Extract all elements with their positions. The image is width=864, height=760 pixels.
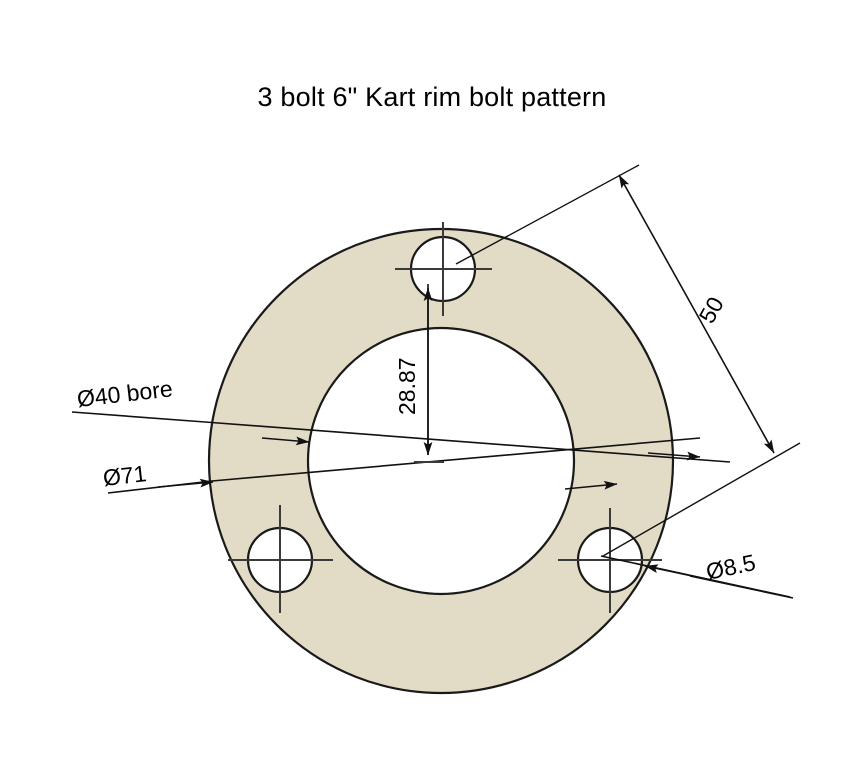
hole-spacing-extension-lower [602,442,801,557]
hole-spacing-dimension-label: 50 [694,292,729,327]
part-body [207,227,675,695]
center-to-hole-dimension-label: 28.87 [394,357,420,415]
hole-spacing-dimension-line-lower [699,319,775,454]
bottom-left-bolt-hole [228,505,333,613]
bolt-circle-arrow-left [157,478,214,488]
bore-leader-line [204,421,731,463]
bolt-hole-arrow [644,564,717,582]
center-to-hole-dimension: 28.87 [394,284,444,463]
top-bolt-hole [395,222,492,316]
bottom-right-bolt-hole [558,508,662,613]
bore-arrow-left [261,436,310,446]
bore-leader-shoulder [71,411,206,423]
bolt-circle-leader-line [211,437,701,482]
hole-spacing-dimension-line-upper [618,174,701,321]
bolt-circle-dimension-label: Ø71 [102,460,148,491]
bolt-circle-diameter-dimension: Ø71 [102,437,701,494]
outer-edge-circle [207,227,675,695]
bolt-circle-arrow-right [564,480,618,490]
page-title: 3 bolt 6" Kart rim bolt pattern [257,82,607,112]
hole-spacing-extension-upper [455,164,640,265]
bore-arrow-right [647,451,701,461]
bolt-hole-dimension-label: Ø8.5 [704,549,758,585]
rim-annulus [208,229,673,693]
bore-edge-circle [306,326,576,596]
bore-dimension-label: Ø40 bore [76,375,174,412]
